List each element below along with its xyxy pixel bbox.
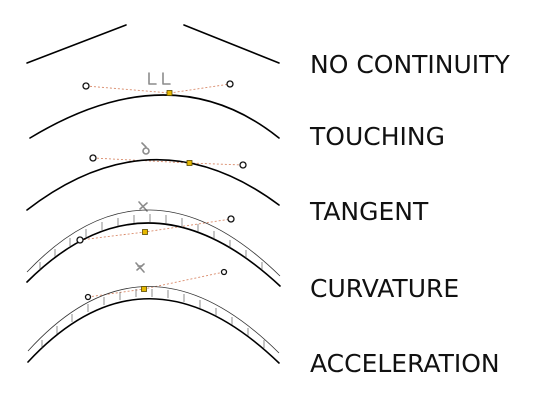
curvature-comb-envelope [26,209,281,277]
join-point[interactable] [142,229,148,235]
tangent-icon [138,201,148,212]
acceleration-curve [27,297,280,364]
touching-curve [29,94,280,139]
edge-icon [148,72,171,85]
acceleration-comb-envelope [27,286,280,354]
label-acceleration: ACCELERATION [310,349,500,378]
control-point[interactable] [76,236,84,244]
label-touching: TOUCHING [309,122,445,151]
label-no-continuity: NO CONTINUITY [310,50,510,79]
control-point[interactable] [82,82,90,90]
join-point[interactable] [141,286,147,292]
label-curvature: CURVATURE [310,274,459,303]
join-point[interactable] [166,90,173,96]
row-no-continuity: NO CONTINUITY [26,24,510,79]
right-segment [183,24,280,64]
label-tangent: TANGENT [309,197,429,226]
row-tangent: TANGENT [26,142,429,226]
curvature-comb-ticks [39,214,263,270]
tangent-curve [26,158,280,211]
control-point[interactable] [89,154,97,162]
control-point[interactable] [226,80,234,88]
join-point[interactable] [186,160,193,166]
acceleration-comb-ticks [41,289,265,348]
control-point[interactable] [220,268,228,276]
touching-icon [141,142,150,155]
curvature-curve [26,222,281,287]
guide-lines [92,157,244,166]
guide-lines [85,83,231,94]
control-point[interactable] [84,293,92,301]
curvature-icon [135,262,145,273]
row-touching: TOUCHING [29,72,445,151]
row-acceleration: ACCELERATION [27,262,500,378]
control-point[interactable] [227,215,235,223]
left-segment [26,24,127,64]
row-curvature: CURVATURE [26,201,459,303]
control-point[interactable] [239,161,247,169]
